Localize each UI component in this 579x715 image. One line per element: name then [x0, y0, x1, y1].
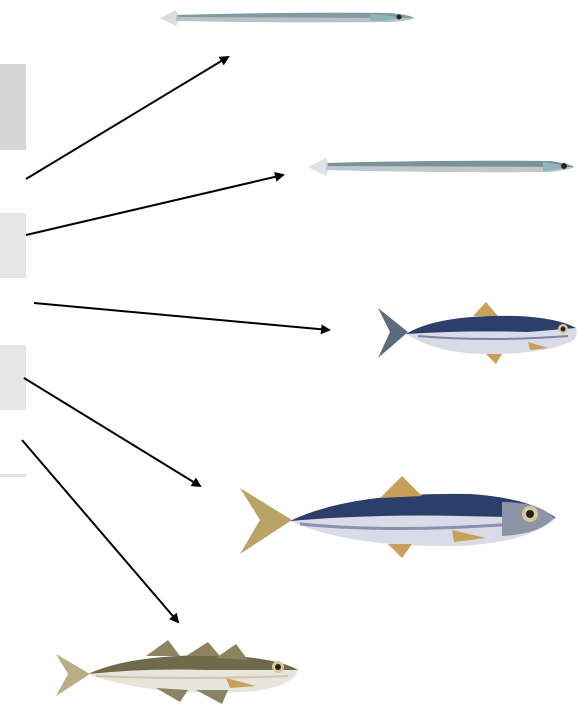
arrow-3	[34, 303, 329, 330]
sandeel-small-image	[160, 6, 416, 30]
arrow-1	[26, 57, 228, 179]
sprat-image	[378, 298, 578, 370]
gadoid-image	[56, 634, 300, 714]
arrow-4	[24, 378, 200, 486]
sandeel-large-image	[308, 154, 576, 180]
herring-image	[240, 474, 558, 566]
arrow-2	[26, 175, 283, 235]
arrow-5	[22, 440, 178, 622]
